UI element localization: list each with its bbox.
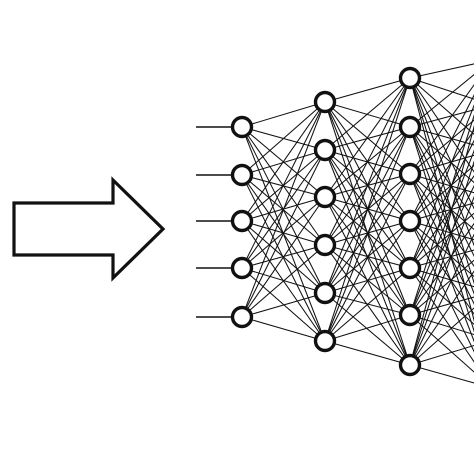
connection-edge	[241, 244, 326, 318]
connection-edge	[241, 149, 326, 318]
connection-edge	[409, 124, 474, 366]
connection-edge	[409, 114, 474, 316]
connection-edge	[324, 314, 411, 342]
connection-layer	[241, 63, 474, 384]
neuron-node-layer-2	[313, 233, 337, 257]
connection-edge	[409, 109, 474, 128]
connection-edge	[409, 74, 474, 128]
connection-edge	[241, 101, 326, 318]
connection-edge	[324, 77, 411, 151]
connection-edge	[324, 220, 411, 342]
neuron-node-layer-1	[230, 115, 254, 139]
connection-edge	[409, 84, 474, 175]
connection-edge	[409, 259, 474, 316]
neuron-node-layer-1	[230, 209, 254, 233]
connection-edge	[409, 63, 474, 79]
connection-edge	[409, 149, 474, 316]
connection-edge	[409, 270, 474, 366]
connection-edge	[409, 195, 474, 366]
connection-edge	[409, 160, 474, 366]
connection-edge	[409, 94, 474, 222]
connection-edge	[409, 344, 474, 366]
connection-edge	[409, 233, 474, 366]
connection-edge	[409, 154, 474, 175]
connection-edge	[324, 267, 411, 342]
connection-edge	[409, 104, 474, 269]
connection-edge	[409, 77, 474, 135]
connection-edge	[324, 77, 411, 342]
connection-edge	[409, 296, 474, 316]
connection-edge	[241, 196, 326, 318]
connection-edge	[324, 340, 411, 366]
neuron-node-layer-2	[313, 138, 337, 162]
neuron-node-layer-2	[313, 90, 337, 114]
node-layer	[230, 66, 422, 377]
neuron-node-layer-3	[398, 66, 422, 90]
neuron-node-layer-3	[398, 353, 422, 377]
neuron-node-layer-3	[398, 115, 422, 139]
neuron-node-layer-3	[398, 162, 422, 186]
neuron-node-layer-1	[230, 163, 254, 187]
connection-edge	[241, 101, 326, 176]
connection-edge	[324, 173, 411, 342]
connection-edge	[324, 126, 411, 342]
neuron-node-layer-2	[313, 329, 337, 353]
neuron-node-layer-2	[313, 281, 337, 305]
connection-edge	[409, 314, 474, 373]
connection-edge	[409, 126, 474, 146]
neuron-node-layer-2	[313, 185, 337, 209]
connection-edge	[409, 77, 474, 100]
neuron-node-layer-3	[398, 303, 422, 327]
connection-edge	[241, 174, 326, 342]
connection-edge	[241, 101, 326, 222]
connection-edge	[324, 77, 411, 246]
connection-edge	[324, 126, 411, 151]
neuron-node-layer-1	[230, 305, 254, 329]
neuron-node-layer-3	[398, 209, 422, 233]
connection-edge	[241, 101, 326, 128]
connection-edge	[241, 101, 326, 269]
neuron-node-layer-1	[230, 256, 254, 280]
connection-edge	[409, 307, 474, 366]
connection-edge	[324, 77, 411, 294]
neuron-node-layer-3	[398, 256, 422, 280]
connection-edge	[324, 77, 411, 198]
connection-edge	[409, 314, 474, 336]
connection-edge	[241, 149, 326, 176]
connection-edge	[409, 364, 474, 384]
connection-edge	[324, 77, 411, 103]
connection-edge	[241, 316, 326, 342]
input-arrow	[12, 176, 166, 282]
right-arrow-icon	[12, 176, 166, 282]
connection-edge	[409, 185, 474, 316]
connection-edge	[241, 292, 326, 318]
